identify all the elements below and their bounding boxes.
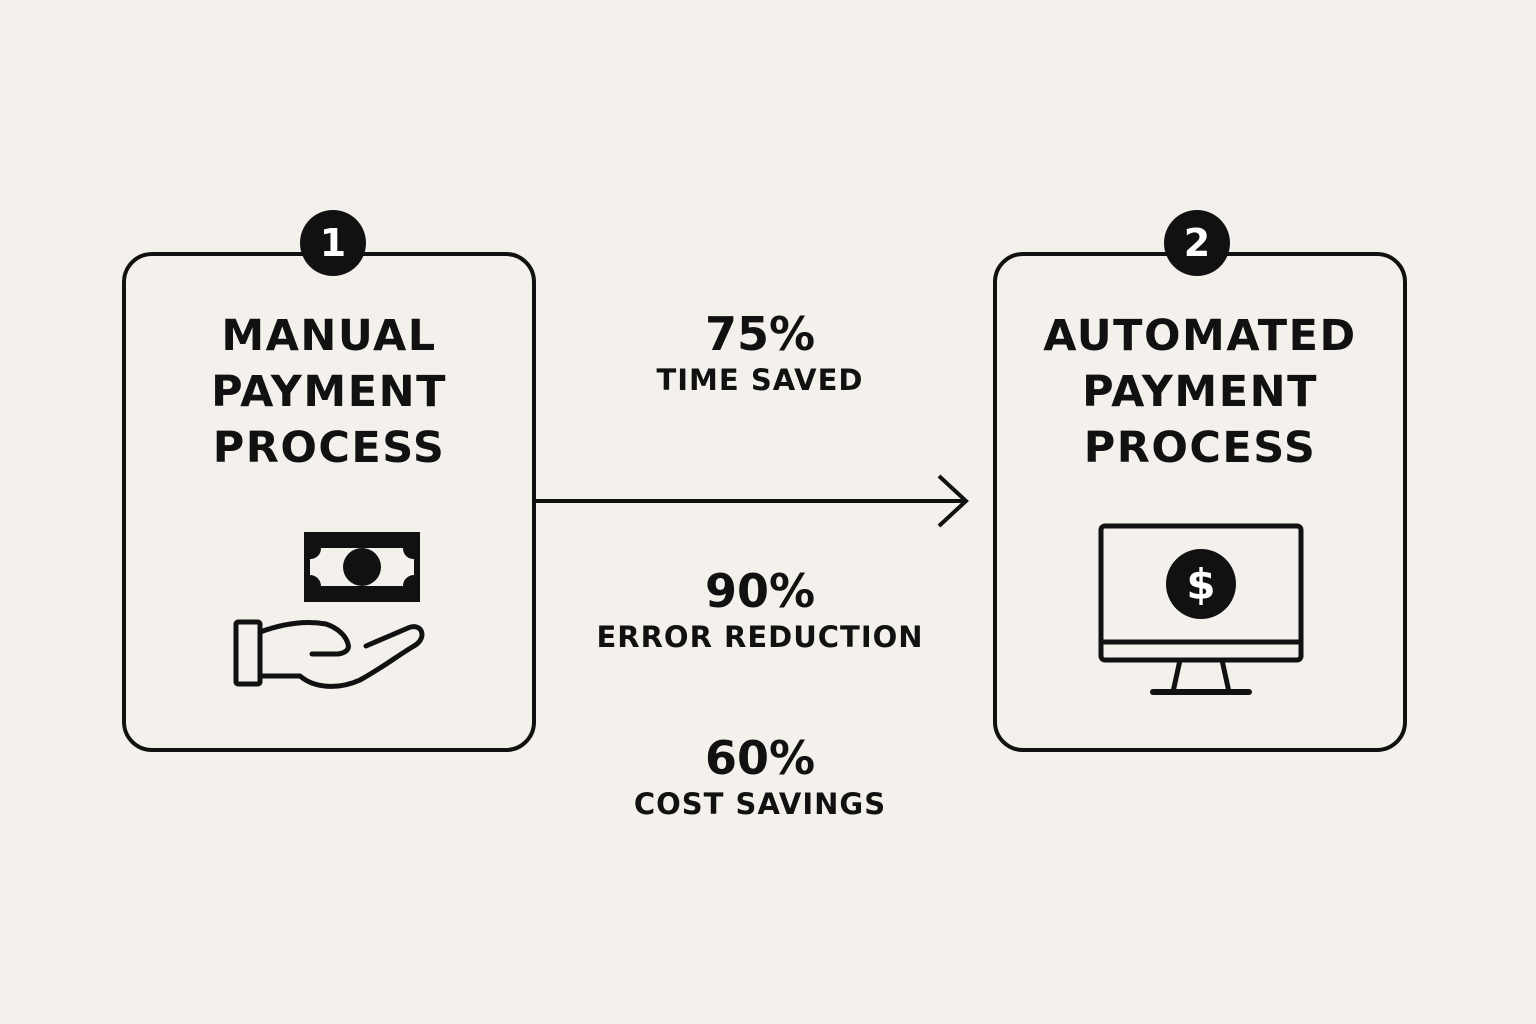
title-line: PROCESS — [212, 423, 446, 473]
automated-process-title: AUTOMATED PAYMENT PROCESS — [997, 308, 1403, 476]
step-2-badge: 2 — [1164, 210, 1230, 276]
svg-text:$: $ — [1186, 560, 1215, 609]
manual-process-title: MANUAL PAYMENT PROCESS — [126, 308, 532, 476]
stat-label: COST SAVINGS — [633, 787, 887, 821]
monitor-dollar-icon: $ — [1098, 523, 1304, 695]
stat-value: 60% — [704, 731, 816, 785]
error-reduction-stat: 90% ERROR REDUCTION — [560, 563, 960, 655]
step-1-badge: 1 — [300, 210, 366, 276]
stat-value: 90% — [704, 564, 816, 618]
stat-label: TIME SAVED — [656, 363, 864, 397]
title-line: PAYMENT — [211, 367, 447, 417]
title-line: AUTOMATED — [1043, 311, 1357, 361]
time-saved-stat: 75% TIME SAVED — [560, 306, 960, 398]
automated-process-card: AUTOMATED PAYMENT PROCESS — [993, 252, 1407, 752]
stat-value: 75% — [704, 307, 816, 361]
manual-process-card: MANUAL PAYMENT PROCESS — [122, 252, 536, 752]
stat-label: ERROR REDUCTION — [596, 620, 924, 654]
title-line: PAYMENT — [1082, 367, 1318, 417]
title-line: PROCESS — [1083, 423, 1317, 473]
cost-savings-stat: 60% COST SAVINGS — [560, 730, 960, 822]
title-line: MANUAL — [221, 311, 437, 361]
hand-holding-cash-icon — [233, 532, 425, 689]
arrow-right-icon — [536, 474, 969, 528]
